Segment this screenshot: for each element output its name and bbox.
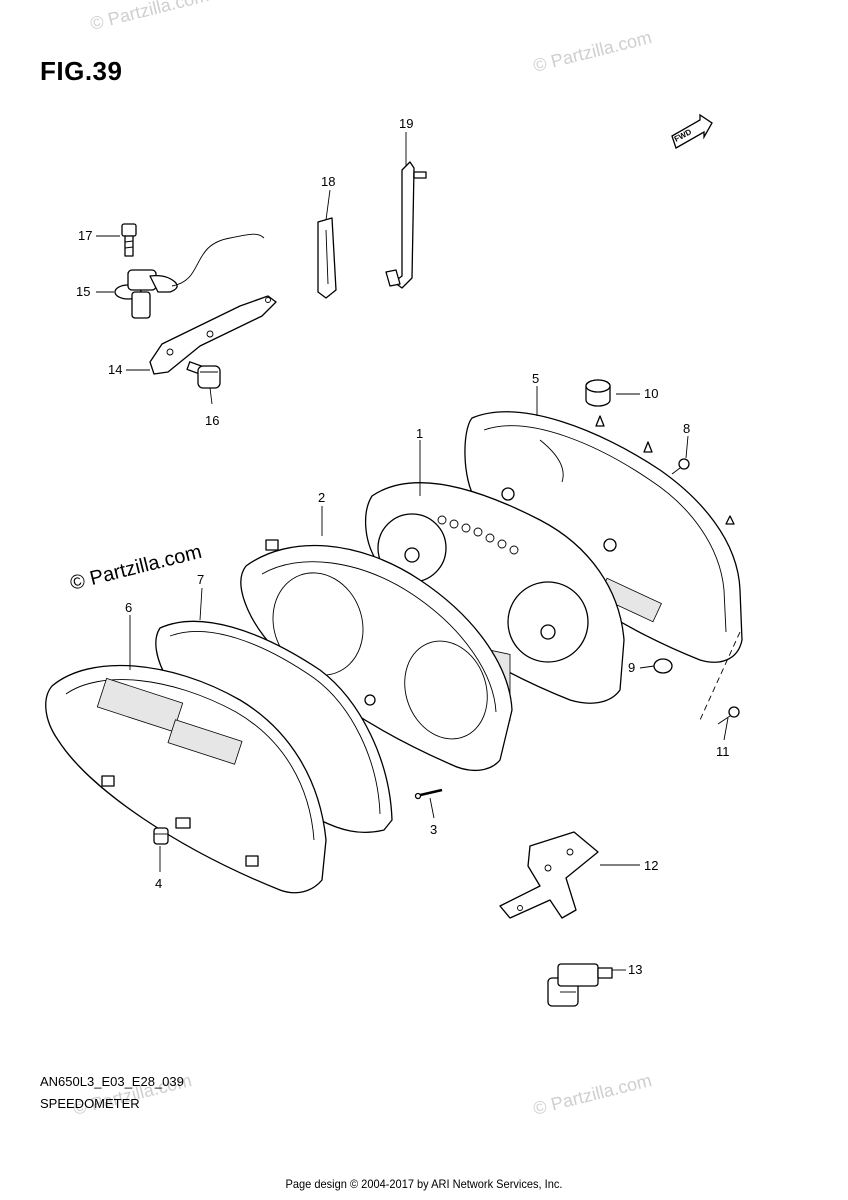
model-code: AN650L3_E03_E28_039 xyxy=(40,1074,184,1089)
part-6-front-lens xyxy=(45,664,327,894)
leader-lines xyxy=(96,132,741,971)
part-2-inner-bezel xyxy=(240,539,513,771)
part-14-bracket xyxy=(149,295,277,375)
callout-19: 19 xyxy=(399,116,413,131)
watermark-main: © Partzilla.com xyxy=(68,541,204,595)
figure-title: FIG.39 xyxy=(40,56,123,86)
callout-1: 1 xyxy=(416,426,423,441)
part-8-screw xyxy=(671,458,690,475)
callout-numbers: 17 15 14 16 18 19 10 5 8 1 2 7 6 9 11 3 … xyxy=(76,116,730,977)
callout-7: 7 xyxy=(197,572,204,587)
section-name: SPEEDOMETER xyxy=(40,1096,140,1111)
callout-14: 14 xyxy=(108,362,122,377)
part-16-bolt xyxy=(186,361,221,389)
part-18-clip xyxy=(317,217,337,299)
callout-6: 6 xyxy=(125,600,132,615)
watermark-top-right: © Partzilla.com xyxy=(531,27,654,76)
part-4-nut xyxy=(153,827,169,845)
callout-15: 15 xyxy=(76,284,90,299)
part-10-grommet xyxy=(585,379,611,407)
callout-18: 18 xyxy=(321,174,335,189)
part-11-screw xyxy=(717,706,740,725)
part-13-connector xyxy=(547,963,613,1007)
watermark-top-left: © Partzilla.com xyxy=(88,0,211,34)
callout-9: 9 xyxy=(628,660,635,675)
callout-2: 2 xyxy=(318,490,325,505)
indicator-lights xyxy=(437,515,519,555)
part-9-cap xyxy=(653,658,673,674)
callout-4: 4 xyxy=(155,876,162,891)
callout-13: 13 xyxy=(628,962,642,977)
fwd-arrow-icon: FWD xyxy=(671,113,713,149)
page-credit: Page design © 2004-2017 by ARI Network S… xyxy=(285,1177,563,1191)
part-19-rod xyxy=(385,161,427,289)
callout-5: 5 xyxy=(532,371,539,386)
callout-8: 8 xyxy=(683,421,690,436)
watermark-bottom-right: © Partzilla.com xyxy=(531,1070,654,1119)
part-12-bracket xyxy=(499,831,599,919)
callout-12: 12 xyxy=(644,858,658,873)
callout-3: 3 xyxy=(430,822,437,837)
callout-11: 11 xyxy=(716,744,730,759)
callout-17: 17 xyxy=(78,228,92,243)
part-17-bolt xyxy=(121,223,137,257)
callout-10: 10 xyxy=(644,386,658,401)
callout-16: 16 xyxy=(205,413,219,428)
part-3-pin xyxy=(414,788,443,800)
part-15-speed-sensor xyxy=(114,233,265,319)
